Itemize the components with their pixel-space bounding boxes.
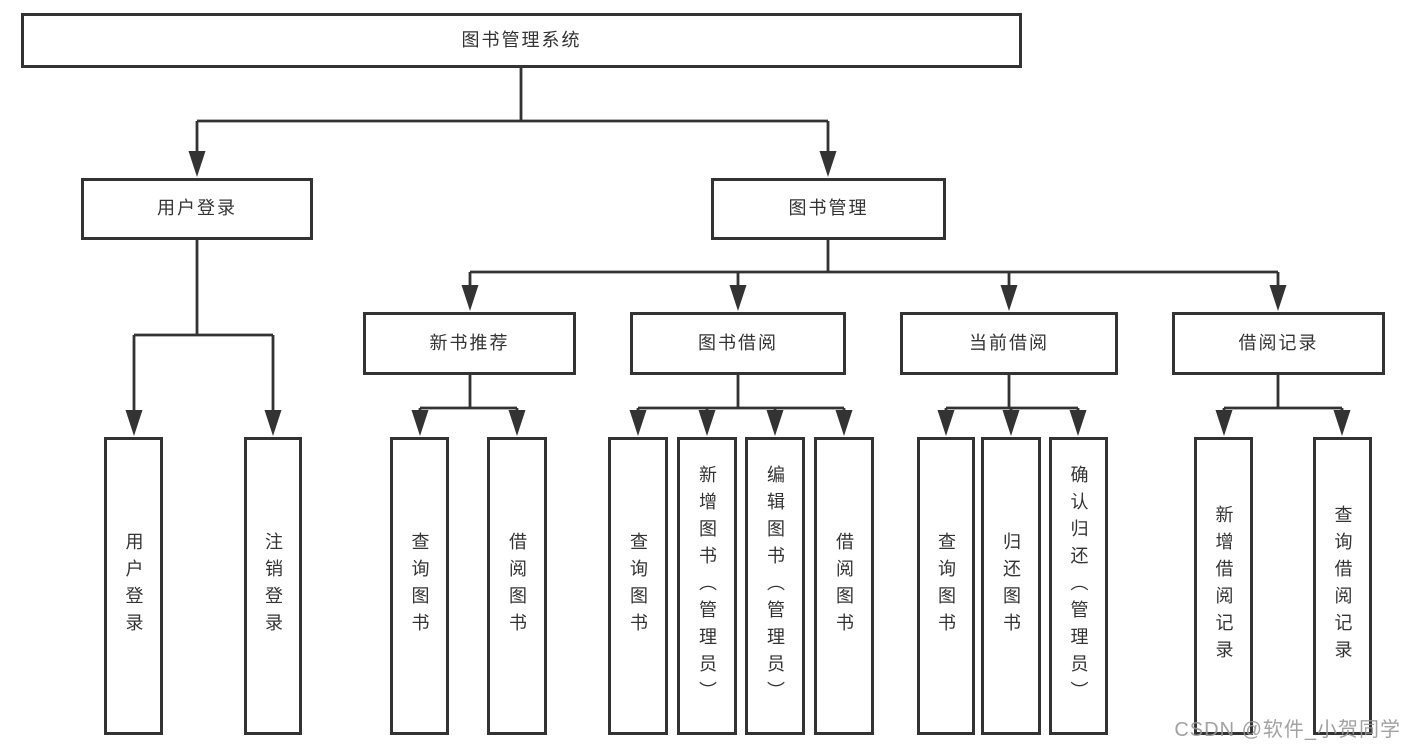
leaf-confirm-return-admin: 确认归还（管理员） xyxy=(1049,437,1108,735)
node-new-book-recommend: 新书推荐 xyxy=(363,312,576,375)
leaf-return-book: 归还图书 xyxy=(981,437,1041,735)
leaf-edit-book-admin: 编辑图书（管理员） xyxy=(745,437,805,735)
leaf-borrow-books: 借阅图书 xyxy=(487,437,547,735)
leaf-query-books: 查询图书 xyxy=(608,437,668,735)
node-user-login: 用户登录 xyxy=(81,178,313,240)
leaf-logout-login: 注销登录 xyxy=(244,437,302,735)
node-current-borrow: 当前借阅 xyxy=(900,312,1118,375)
connector-book-borrow-to-leaves xyxy=(629,375,853,436)
node-borrow-records: 借阅记录 xyxy=(1172,312,1385,375)
node-book-management: 图书管理 xyxy=(711,178,946,240)
leaf-add-borrow-record: 新增借阅记录 xyxy=(1194,437,1253,735)
leaf-add-book-admin: 新增图书（管理员） xyxy=(677,437,737,735)
leaf-query-books: 查询图书 xyxy=(917,437,975,735)
node-root: 图书管理系统 xyxy=(21,13,1022,68)
connector-new-book-recommend-to-leaves xyxy=(411,375,526,436)
connector-root-to-level2 xyxy=(188,68,837,177)
leaf-query-borrow-record: 查询借阅记录 xyxy=(1313,437,1372,735)
leaf-borrow-books: 借阅图书 xyxy=(814,437,874,735)
csdn-watermark: CSDN @软件_小贺同学 xyxy=(1174,719,1401,741)
node-book-borrow: 图书借阅 xyxy=(630,312,846,375)
connector-borrow-records-to-leaves xyxy=(1215,375,1351,436)
leaf-user-login: 用户登录 xyxy=(104,437,163,735)
connector-current-borrow-to-leaves xyxy=(937,375,1087,436)
leaf-query-books: 查询图书 xyxy=(390,437,449,735)
connector-user-login-to-leaves xyxy=(125,240,282,436)
connector-book-management-to-level3 xyxy=(461,240,1287,311)
